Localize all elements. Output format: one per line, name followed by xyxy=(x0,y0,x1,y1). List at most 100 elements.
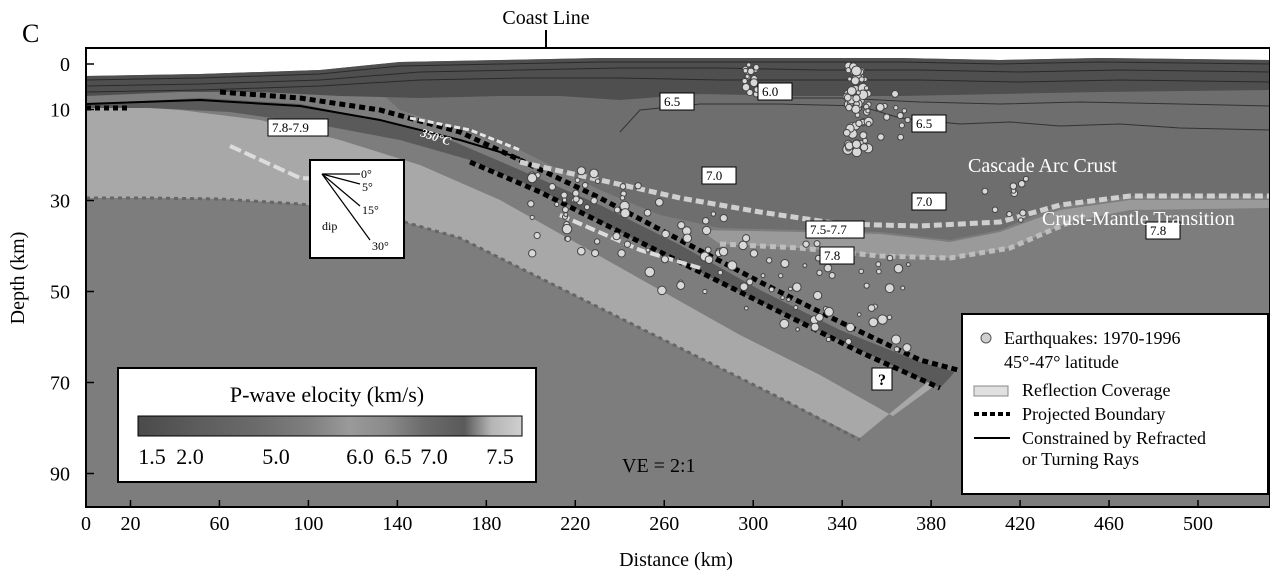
earthquake-point xyxy=(905,262,911,267)
legend-constrained-2: or Turning Rays xyxy=(1022,449,1139,469)
slab-region xyxy=(86,104,958,438)
earthquake-point xyxy=(591,249,600,258)
y-axis-label: Depth (km) xyxy=(7,232,29,325)
earthquake-point xyxy=(560,191,568,199)
earthquake-point xyxy=(1009,182,1018,190)
earthquake-point xyxy=(893,346,900,353)
velocity-label-box xyxy=(701,166,737,185)
earthquake-point xyxy=(815,312,824,322)
earthquake-point xyxy=(893,263,904,274)
earthquake-point xyxy=(825,336,832,343)
earthquake-point xyxy=(891,90,899,98)
earthquake-point xyxy=(747,67,755,76)
earthquake-point xyxy=(856,312,862,317)
earthquake-point xyxy=(704,255,714,264)
colorbar-gradient xyxy=(137,415,523,437)
earthquake-point xyxy=(884,283,895,294)
earthquake-point xyxy=(855,90,861,96)
earthquake-point xyxy=(661,229,670,239)
earthquake-point xyxy=(654,197,664,207)
earthquake-point xyxy=(741,83,751,92)
reflection-350 xyxy=(409,116,521,152)
earthquake-point xyxy=(657,285,667,296)
earthquake-point xyxy=(749,249,759,258)
velocity-label: 7.5-7.7 xyxy=(810,222,847,237)
earthquake-point xyxy=(893,105,899,111)
legend: Earthquakes: 1970-1996 45°-47° latitude … xyxy=(961,313,1269,495)
earthquake-point xyxy=(875,261,882,268)
earthquake-point xyxy=(704,246,712,254)
velocity-label: 6.5 xyxy=(664,94,680,109)
legend-latitude: 45°-47° latitude xyxy=(1004,352,1119,372)
earthquake-point xyxy=(563,212,569,217)
earthquake-point xyxy=(877,133,885,141)
velocity-label-box xyxy=(1145,221,1181,240)
dip-angle-15: 15° xyxy=(362,203,379,217)
earthquake-point xyxy=(589,168,599,179)
earthquake-point xyxy=(898,122,905,129)
x-tick-label: 340 xyxy=(827,513,857,535)
legend-projected: Projected Boundary xyxy=(1022,404,1165,424)
earthquake-point xyxy=(876,268,882,275)
earthquake-point xyxy=(634,182,642,190)
earthquake-point xyxy=(779,318,790,329)
earthquake-point xyxy=(844,337,853,345)
colorbar-tick-label: 7.5 xyxy=(486,444,514,469)
earthquake-point xyxy=(900,285,906,291)
earthquake-point xyxy=(717,269,724,276)
earthquake-point xyxy=(727,260,738,271)
earthquake-point xyxy=(842,128,851,137)
earthquake-point xyxy=(901,108,908,114)
y-tick-label: 50 xyxy=(50,282,70,304)
velocity-label-box xyxy=(757,82,793,101)
earthquake-points xyxy=(526,61,1029,353)
earthquake-point xyxy=(590,196,598,205)
earthquake-point xyxy=(577,246,586,256)
transition-zone-region xyxy=(700,200,1270,258)
earthquake-point xyxy=(619,195,626,201)
x-tick-label: 420 xyxy=(1005,513,1035,535)
earthquake-point xyxy=(554,201,560,208)
earthquake-point xyxy=(802,263,808,268)
dip-angle-30: 30° xyxy=(372,239,389,253)
earthquake-point xyxy=(855,119,863,128)
earthquake-point xyxy=(795,327,800,332)
earthquake-point xyxy=(812,290,823,301)
earthquake-point xyxy=(564,235,571,242)
y-tick-label: 30 xyxy=(50,191,70,213)
earthquake-point xyxy=(644,266,656,278)
projected-boundary-top xyxy=(219,89,959,373)
earthquake-point xyxy=(533,231,541,240)
earthquake-point xyxy=(576,166,586,176)
legend-reflection-symbol xyxy=(973,385,1009,397)
x-tick-label: 0 xyxy=(81,513,91,535)
dip-angle-0: 0° xyxy=(361,167,372,181)
earthquake-point xyxy=(617,249,626,258)
earthquake-point xyxy=(902,343,912,353)
earthquake-point xyxy=(620,208,631,219)
colorbar-title: P-wave elocity (km/s) xyxy=(230,382,424,407)
earthquake-point xyxy=(613,206,621,214)
earthquake-point xyxy=(738,240,748,251)
earthquake-point xyxy=(792,282,802,292)
colorbar-tick-label: 7.0 xyxy=(420,444,448,469)
velocity-label-box xyxy=(911,192,947,211)
earthquake-point xyxy=(660,255,669,264)
earthquake-point xyxy=(867,304,876,312)
earthquake-point xyxy=(677,221,686,230)
earthquake-point xyxy=(1006,210,1013,218)
earthquake-point xyxy=(1022,175,1029,182)
earthquake-point xyxy=(786,297,791,302)
earthquake-point xyxy=(746,62,752,68)
earthquake-point xyxy=(719,214,728,223)
earthquake-point xyxy=(526,172,538,184)
dip-box: 0° 5° 15° 30° dip xyxy=(309,159,405,259)
velocity-label: 6.0 xyxy=(762,84,778,99)
earthquake-point xyxy=(850,76,860,86)
arc-crust-label: Cascade Arc Crust xyxy=(968,155,1117,177)
earthquake-point xyxy=(574,177,581,183)
x-tick-label: 60 xyxy=(209,513,229,535)
reflection-moho-upper xyxy=(519,159,1270,229)
